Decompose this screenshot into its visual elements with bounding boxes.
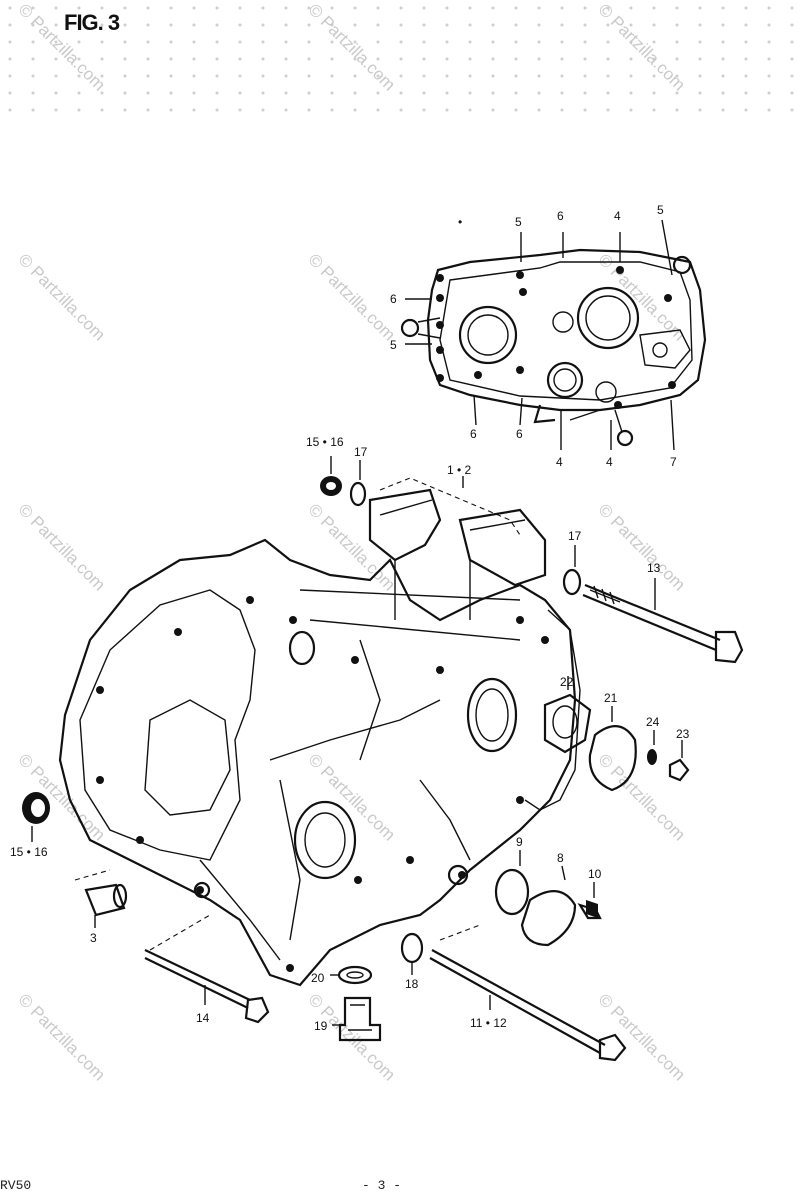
callout-4: 4 [606, 455, 613, 469]
part-8-cover [520, 865, 577, 947]
crankcase-assembly-main [58, 488, 581, 987]
part-14-shaft [144, 914, 270, 1024]
callout-23: 23 [676, 727, 690, 741]
callout-3: 3 [90, 931, 97, 945]
model-code: RV50 [0, 1178, 32, 1193]
part-20-washer [330, 965, 373, 985]
part-3-dowel [74, 869, 128, 928]
callout-14: 14 [196, 1011, 210, 1025]
page-number: - 3 - [362, 1178, 402, 1193]
part-21-cover [588, 706, 637, 792]
callout-7: 7 [670, 455, 677, 469]
callout-6: 6 [390, 292, 397, 306]
part-9-o-ring [494, 850, 530, 916]
callout-24: 24 [646, 715, 660, 729]
callout-17: 17 [354, 445, 368, 459]
part-11-12-shaft [429, 924, 627, 1062]
callout-11-12: 11 • 12 [470, 1016, 507, 1030]
callout-9: 9 [516, 835, 523, 849]
callout-18: 18 [405, 977, 419, 991]
callout-22: 22 [560, 675, 574, 689]
callout-8: 8 [557, 851, 564, 865]
part-17-top [349, 481, 367, 507]
part-10-bolt [577, 882, 602, 920]
callout-1-2: 1 • 2 [447, 463, 472, 477]
callout-5: 5 [515, 215, 522, 229]
callout-5: 5 [390, 338, 397, 352]
callout-20: 20 [311, 971, 325, 985]
callout-15-16: 15 • 16 [306, 435, 344, 449]
callout-21: 21 [604, 691, 618, 705]
crankcase-right-half-inset [400, 248, 707, 447]
part-24-washer [647, 730, 657, 765]
callout-6: 6 [557, 209, 564, 223]
callout-17: 17 [568, 529, 582, 543]
part-17-right [562, 568, 582, 596]
figure-title: FIG. 3 [64, 10, 120, 35]
callout-dot: • [458, 215, 462, 229]
callout-13: 13 [647, 561, 661, 575]
part-19-drain-plug [332, 996, 382, 1042]
part-15-16-top [320, 476, 342, 496]
callout-6: 6 [516, 427, 523, 441]
callout-10: 10 [588, 867, 602, 881]
callout-15-16: 15 • 16 [10, 845, 48, 859]
callout-4: 4 [556, 455, 563, 469]
callout-6: 6 [470, 427, 477, 441]
callout-5: 5 [657, 203, 664, 217]
part-13-long-bolt [582, 578, 744, 664]
callout-4: 4 [614, 209, 621, 223]
callout-19: 19 [314, 1019, 328, 1033]
part-15-16-left [22, 792, 50, 842]
part-22-gasket [543, 676, 592, 754]
part-23-bolt [668, 740, 690, 782]
part-18-washer [400, 932, 424, 975]
